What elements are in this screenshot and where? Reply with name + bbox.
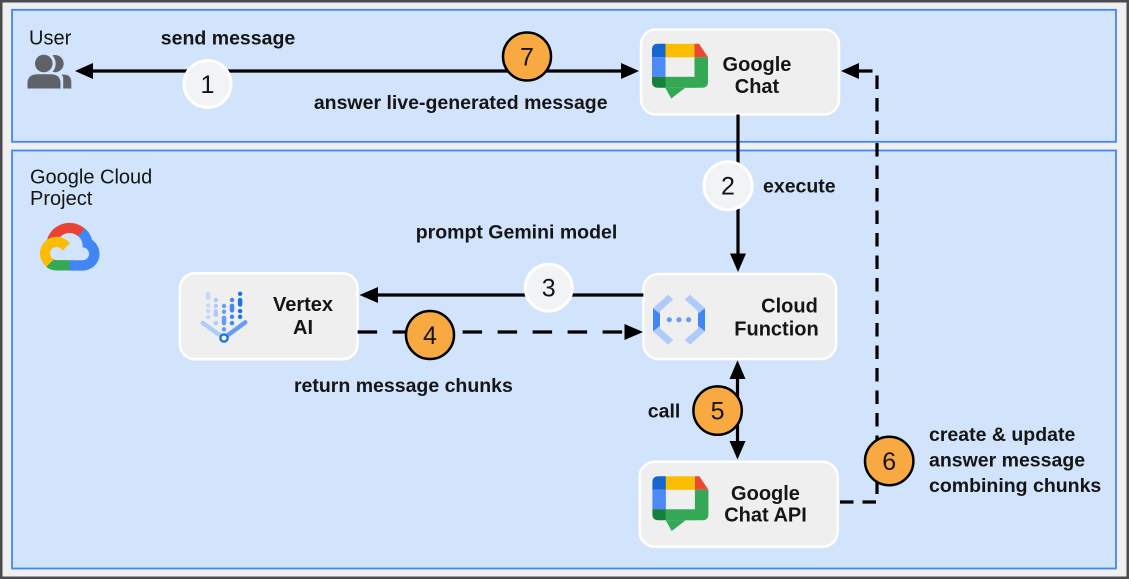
svg-text:create & update: create & update <box>929 424 1075 446</box>
svg-text:4: 4 <box>423 322 437 350</box>
svg-text:1: 1 <box>201 71 215 99</box>
svg-text:Chat: Chat <box>735 76 780 98</box>
svg-text:Google Cloud: Google Cloud <box>30 167 152 189</box>
svg-text:answer message: answer message <box>929 450 1085 472</box>
svg-text:Function: Function <box>734 318 818 340</box>
svg-text:2: 2 <box>721 173 735 201</box>
svg-text:Project: Project <box>30 188 93 210</box>
svg-text:Chat API: Chat API <box>724 505 807 527</box>
svg-text:answer live-generated message: answer live-generated message <box>314 92 608 114</box>
svg-text:Cloud: Cloud <box>761 296 818 318</box>
svg-text:5: 5 <box>711 398 725 426</box>
svg-text:6: 6 <box>882 448 896 476</box>
svg-text:Vertex: Vertex <box>273 294 333 316</box>
svg-text:send message: send message <box>161 28 296 50</box>
svg-text:7: 7 <box>520 44 534 72</box>
svg-text:combining chunks: combining chunks <box>929 475 1101 497</box>
svg-text:AI: AI <box>293 317 313 339</box>
svg-text:prompt Gemini model: prompt Gemini model <box>416 221 618 243</box>
svg-text:User: User <box>29 27 72 49</box>
svg-text:call: call <box>648 401 681 423</box>
svg-text:execute: execute <box>763 176 836 198</box>
svg-text:return message chunks: return message chunks <box>294 375 513 397</box>
svg-text:Google: Google <box>723 54 792 76</box>
svg-text:Google: Google <box>731 483 800 505</box>
svg-text:3: 3 <box>542 275 556 303</box>
